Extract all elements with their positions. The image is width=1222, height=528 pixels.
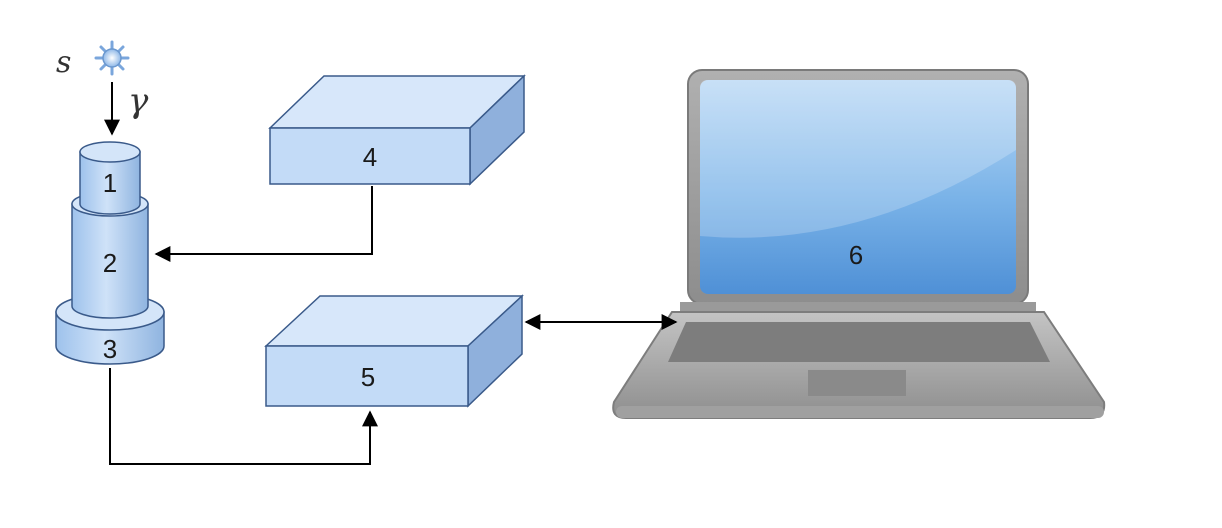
radiation-source: s γ <box>56 40 149 136</box>
source-label: s <box>56 45 71 80</box>
laptop-keyboard <box>668 322 1050 362</box>
component-5-label: 5 <box>361 362 375 392</box>
component-5-box <box>264 294 524 408</box>
laptop-screen <box>700 80 1016 294</box>
arrow-3-to-5 <box>109 368 378 465</box>
component-1-label: 1 <box>103 168 117 198</box>
source-star-icon <box>94 40 130 76</box>
connections <box>109 186 678 465</box>
gamma-label: γ <box>128 81 149 121</box>
laptop-hinge <box>680 302 1036 312</box>
detector-stack <box>55 141 165 365</box>
component-2-label: 2 <box>103 248 117 278</box>
component-1-top-cylinder <box>79 141 141 215</box>
laptop-touchpad <box>808 370 906 396</box>
arrow-4-to-2 <box>154 186 373 262</box>
component-6-laptop <box>612 69 1106 419</box>
component-3-label: 3 <box>103 334 117 364</box>
component-4-label: 4 <box>363 142 377 172</box>
screen-glare <box>700 80 1016 238</box>
component-4-box <box>268 74 526 186</box>
laptop-front-edge <box>616 406 1104 418</box>
component-6-label: 6 <box>849 240 863 270</box>
